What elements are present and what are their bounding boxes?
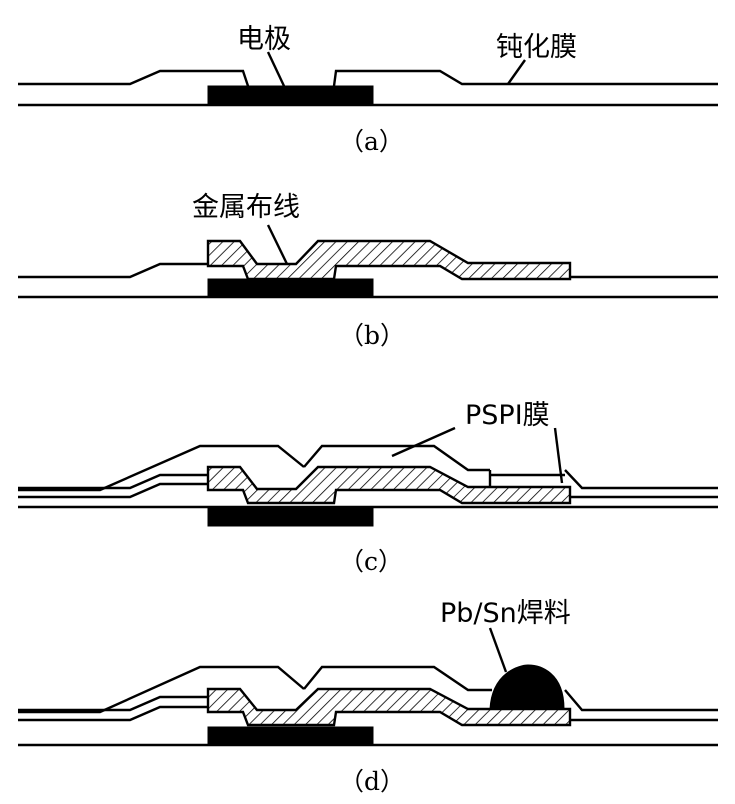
wiring-leader [266,224,289,265]
pspi-top-mid [303,444,490,472]
pspi-lower-left [18,482,208,499]
pspi-top-mid [303,665,492,692]
metal-wiring [206,687,572,727]
electrode [207,278,374,298]
metal-wiring-label: 金属布线 [192,192,300,223]
caption-b: （b） [339,321,405,350]
pspi-right [564,689,718,712]
metal-wiring [206,465,572,505]
electrode-leader [266,51,286,87]
solder-label: Pb/Sn焊料 [440,598,571,629]
pspi-leader [391,426,456,458]
passivation-left [18,473,208,490]
electrode [207,507,374,527]
passivation-right [332,69,718,87]
pspi-leader-2 [553,427,564,484]
caption-d: （d） [339,767,405,796]
pspi-label: PSPI膜 [465,400,550,431]
panel-a: 电极 钝化膜 （a） [18,24,718,156]
caption-c: （c） [339,547,403,576]
electrode-label: 电极 [237,24,291,55]
electrode [207,85,374,106]
metal-wiring [206,239,572,281]
panel-c: PSPI膜 （c） [18,400,718,576]
pspi-lower-left [18,705,208,722]
pspi-right [564,469,718,490]
solder-leader [488,627,508,673]
electrode [207,726,374,746]
pspi-top-left [18,665,305,714]
passivation-left [18,262,208,279]
passivation-label: 钝化膜 [496,32,577,63]
panel-d: Pb/Sn焊料 （d） [18,598,718,796]
solder-bump [489,664,565,710]
pspi-top-left [18,444,305,492]
caption-a: （a） [339,127,404,156]
passivation-leader [507,59,526,85]
passivation-left [18,69,250,87]
panel-b: 金属布线 （b） [18,192,718,350]
passivation-left [18,695,208,712]
